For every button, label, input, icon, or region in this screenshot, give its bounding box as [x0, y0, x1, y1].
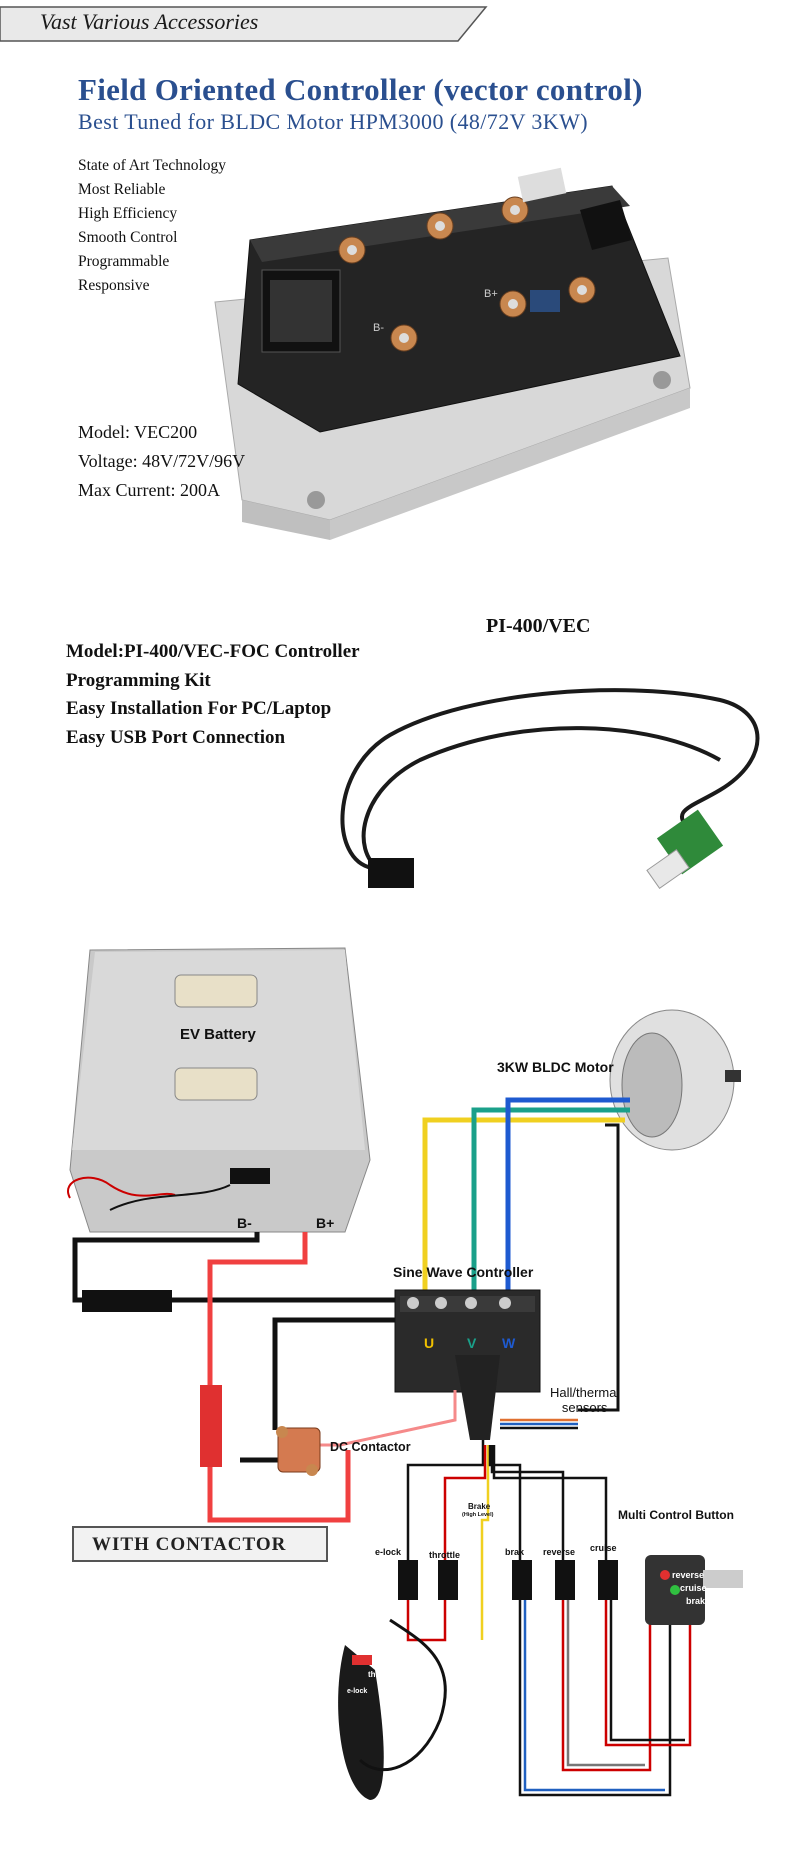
feature-item: Responsive: [78, 277, 150, 294]
hall-sensors-label: Hall/thermal sensors: [550, 1385, 620, 1415]
grip-throttle-label: throttle: [368, 1670, 396, 1679]
kit-line: Easy Installation For PC/Laptop: [66, 698, 332, 719]
dc-contactor-image: [276, 1426, 321, 1476]
controller-features: State of Art Technology Most Reliable Hi…: [78, 154, 226, 298]
phase-w-label: W: [502, 1335, 516, 1351]
throttle-grip-image: [338, 1618, 447, 1800]
b-minus-label: B-: [237, 1215, 252, 1231]
button-reverse-label: reverse: [672, 1570, 705, 1580]
brake-connector-label: brak: [505, 1547, 525, 1557]
phase-wires: [422, 1097, 630, 1355]
grip-elock-label: e-lock: [347, 1688, 368, 1695]
motor-image: [609, 1009, 741, 1151]
feature-item: Programmable: [78, 253, 170, 270]
signal-connectors: [398, 1560, 618, 1600]
controller-image: [214, 167, 691, 540]
header-banner-title: Vast Various Accessories: [40, 9, 259, 34]
signal-harness: [406, 1418, 608, 1640]
sine-controller-label: Sine Wave Controller: [393, 1264, 534, 1280]
feature-item: State of Art Technology: [78, 157, 227, 174]
elock-connector-label: e-lock: [375, 1547, 402, 1557]
anderson-plug: [200, 1385, 222, 1467]
kit-description: Model:PI-400/VEC-FOC Controller Programm…: [66, 638, 360, 752]
kit-line: Programming Kit: [66, 669, 211, 691]
battery-label: EV Battery: [180, 1026, 256, 1043]
with-contactor-label: WITH CONTACTOR: [92, 1534, 287, 1555]
black-plug: [82, 1290, 172, 1312]
multi-control-button-image: [645, 1555, 743, 1625]
motor-label: 3KW BLDC Motor: [497, 1059, 614, 1075]
brake-high-sublabel: (High Level): [462, 1512, 494, 1518]
b-plus-label: B+: [316, 1215, 335, 1231]
throttle-connector-label: throttle: [429, 1550, 460, 1560]
button-cruise-label: cruise: [680, 1583, 707, 1593]
lower-wires: [406, 1600, 692, 1797]
multi-control-button-label: Multi Control Button: [618, 1508, 734, 1522]
battery-image: [67, 947, 371, 1233]
controller-subtitle: Best Tuned for BLDC Motor HPM3000 (48/72…: [78, 109, 588, 134]
cruise-connector-label: cruise: [590, 1543, 617, 1553]
reverse-connector-label: reverse: [543, 1547, 576, 1557]
brake-high-label: Brake: [468, 1502, 491, 1511]
programming-cable-image: [340, 688, 760, 872]
spec-current: Max Current: 200A: [78, 480, 220, 500]
feature-item: High Efficiency: [78, 205, 178, 222]
spec-model: Model: VEC200: [78, 422, 198, 442]
terminal-label-bplus: B+: [484, 288, 498, 300]
spec-voltage: Voltage: 48V/72V/96V: [78, 451, 246, 471]
kit-label: PI-400/VEC: [486, 615, 591, 637]
sine-controller-image: [394, 1289, 541, 1440]
cable-connector-black: [368, 858, 414, 888]
phase-u-label: U: [424, 1335, 435, 1351]
kit-line: Model:PI-400/VEC-FOC Controller: [66, 641, 360, 662]
phase-v-label: V: [467, 1335, 477, 1351]
header-banner-shape: [0, 6, 488, 42]
controller-specs: Model: VEC200 Voltage: 48V/72V/96V Max C…: [78, 418, 245, 505]
feature-item: Most Reliable: [78, 181, 166, 198]
button-brake-label: brake: [686, 1596, 711, 1606]
kit-line: Easy USB Port Connection: [66, 726, 286, 748]
feature-item: Smooth Control: [78, 229, 178, 246]
terminal-label-bminus: B-: [373, 322, 384, 334]
controller-title: Field Oriented Controller (vector contro…: [78, 72, 643, 107]
dc-contactor-label: DC Contactor: [330, 1440, 411, 1454]
with-contactor-box: [72, 1526, 328, 1562]
